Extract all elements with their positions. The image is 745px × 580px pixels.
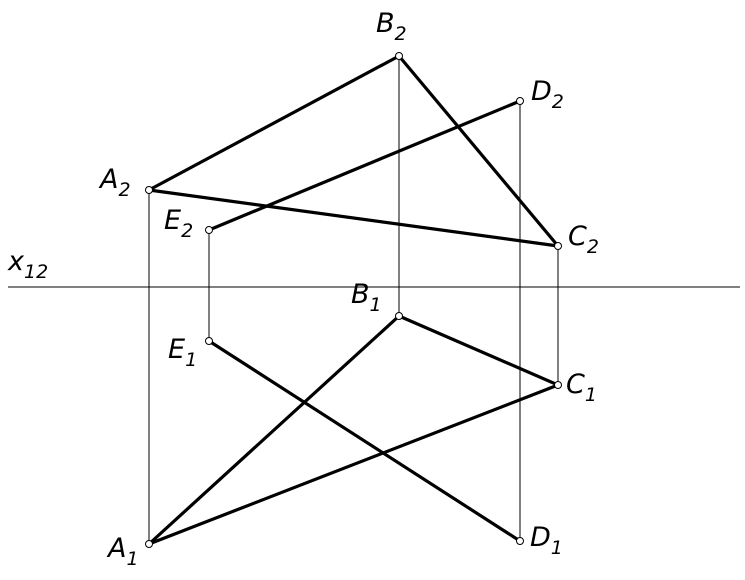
point-e1 — [205, 337, 213, 345]
edge-a1-c1 — [147, 383, 560, 546]
edge-b2-c2 — [397, 54, 560, 248]
point-b2 — [395, 52, 403, 60]
point-b1 — [395, 312, 403, 320]
segment-d2-e2 — [207, 99, 522, 232]
edge-a2-c2 — [147, 188, 560, 248]
point-d2 — [516, 97, 524, 105]
label-d1: D1 — [530, 522, 563, 559]
axis-label-x12: x12 — [7, 246, 48, 283]
segment-d1-e1 — [207, 339, 522, 543]
label-d2: D2 — [531, 76, 564, 113]
label-e1: E1 — [168, 334, 197, 371]
edge-a2-b2 — [147, 54, 401, 192]
point-d1 — [516, 537, 524, 545]
point-c2 — [554, 242, 562, 250]
label-b2: B2 — [376, 8, 407, 45]
point-c1 — [554, 381, 562, 389]
label-b1: B1 — [351, 279, 382, 316]
label-c2: C2 — [568, 221, 599, 258]
edge-a1-b1 — [147, 314, 401, 546]
edge-b1-c1 — [397, 314, 560, 387]
point-a1 — [145, 540, 153, 548]
point-a2 — [145, 186, 153, 194]
label-a1: A1 — [106, 533, 139, 570]
label-e2: E2 — [164, 205, 193, 242]
label-a2: A2 — [98, 164, 131, 201]
point-e2 — [205, 226, 213, 234]
label-c1: C1 — [566, 369, 597, 406]
